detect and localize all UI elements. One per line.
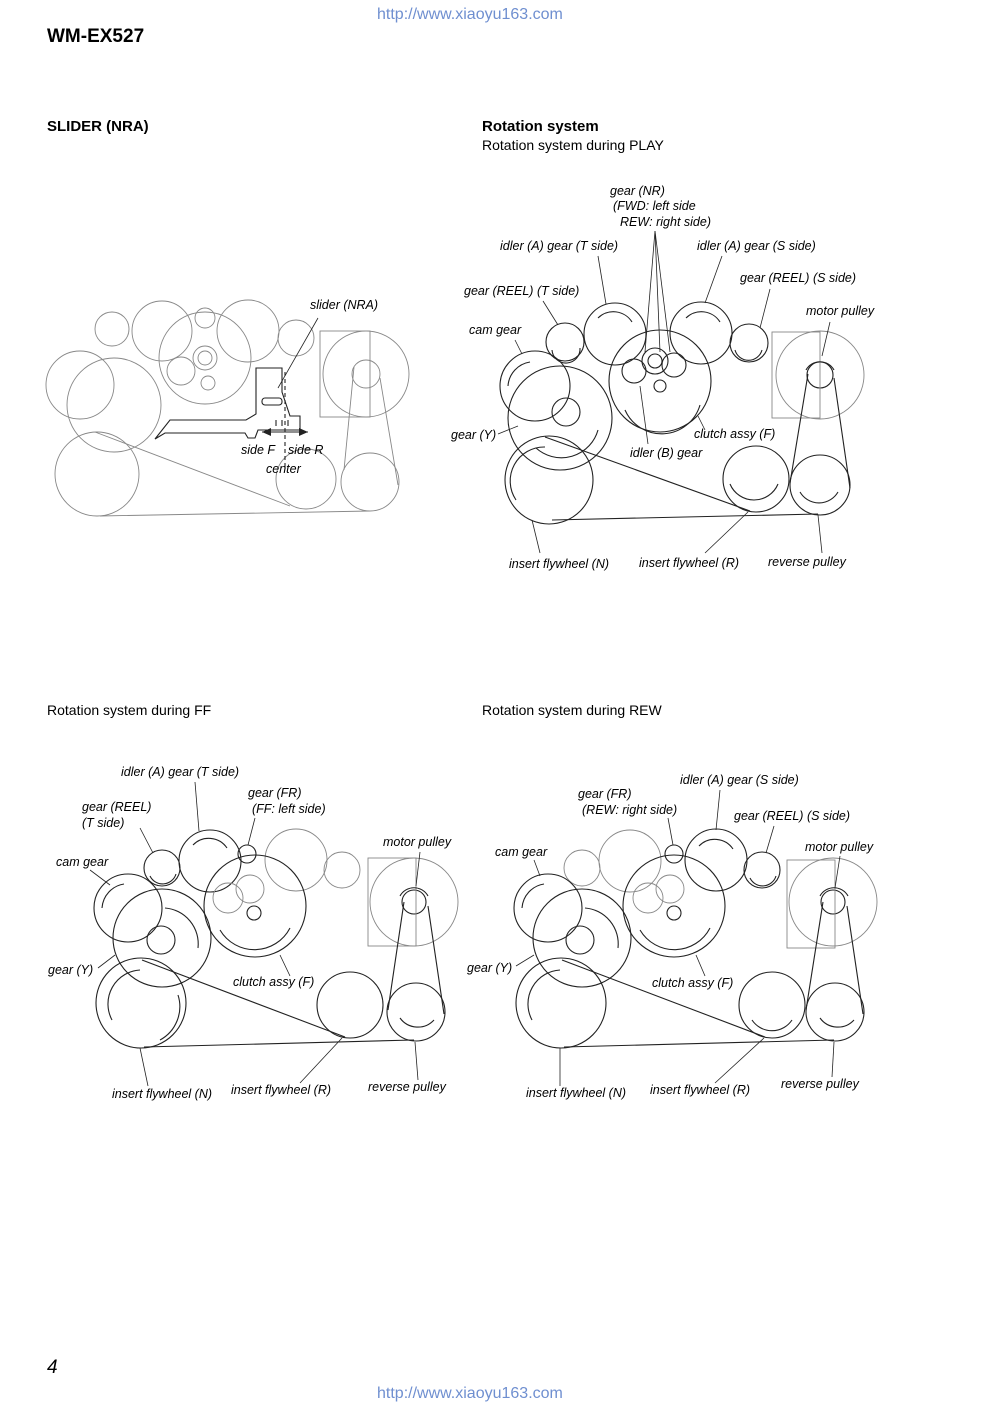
- ff-leaders: [89, 781, 421, 1087]
- rew-flywheel-n: [515, 957, 607, 1049]
- rew-rotation-arrows: [521, 838, 855, 1032]
- ff-label-flywheel-r: insert flywheel (R): [231, 1083, 332, 1097]
- ff-reverse-pulley: [386, 982, 446, 1042]
- header-url[interactable]: http://www.xiaoyu163.com: [377, 6, 563, 23]
- ff-gears: [93, 828, 459, 1049]
- ff-label-gear-y: gear (Y): [48, 963, 94, 977]
- play-label-flywheel-n: insert flywheel (N): [509, 557, 610, 571]
- rew-idler-a-s: [684, 828, 748, 892]
- ff-flywheel-n: [95, 957, 187, 1049]
- ff-label-gear-reel-t: (T side): [82, 816, 125, 830]
- rew-gear-fr: [664, 844, 684, 864]
- ff-label-gear-fr-ff: (FF: left side): [252, 802, 326, 816]
- rew-label-clutch: clutch assy (F): [652, 976, 734, 990]
- rew-label-flywheel-n: insert flywheel (N): [526, 1086, 627, 1100]
- rotation-section-title: Rotation system: [482, 118, 599, 135]
- center-label: center: [266, 462, 301, 476]
- ff-rotation-arrows: [101, 837, 435, 1041]
- ff-gear-y: [112, 888, 212, 988]
- footer-url[interactable]: http://www.xiaoyu163.com: [377, 1385, 563, 1402]
- ff-label-motor-pulley: motor pulley: [383, 835, 452, 849]
- play-label-idler-b: idler (B) gear: [630, 446, 703, 460]
- rew-label-gear-y: gear (Y): [467, 961, 513, 975]
- ff-label-idler-a-t: idler (A) gear (T side): [121, 765, 240, 779]
- ff-subtitle: Rotation system during FF: [47, 702, 212, 718]
- ff-flywheel-r: [316, 971, 384, 1039]
- play-gear-reel-s: [729, 323, 769, 363]
- play-subtitle: Rotation system during PLAY: [482, 137, 664, 153]
- ff-label-gear-reel: gear (REEL): [82, 800, 152, 814]
- ff-cam-gear: [93, 873, 163, 943]
- rew-label-reverse-pulley: reverse pulley: [781, 1077, 859, 1091]
- ff-clutch: [203, 854, 307, 958]
- play-leaders: [497, 230, 831, 554]
- ff-gear-fr: [237, 844, 257, 864]
- rew-gear-reel-s: [743, 851, 781, 889]
- play-idler-a-t: [583, 302, 647, 366]
- model-title: WM-EX527: [47, 26, 145, 47]
- play-motor-pulley: [775, 330, 865, 420]
- play-cam-gear: [499, 350, 571, 422]
- play-label-motor-pulley: motor pulley: [806, 304, 875, 318]
- rew-gear-y: [532, 888, 632, 988]
- slider-nra-label: slider (NRA): [310, 298, 379, 312]
- ff-label-flywheel-n: insert flywheel (N): [112, 1087, 213, 1101]
- play-label-flywheel-r: insert flywheel (R): [639, 556, 740, 570]
- play-label-gear-y: gear (Y): [451, 428, 497, 442]
- play-clutch: [608, 329, 712, 433]
- play-label-gear-nr: gear (NR): [610, 184, 665, 198]
- ff-label-gear-fr: gear (FR): [248, 786, 302, 800]
- ff-label-reverse-pulley: reverse pulley: [368, 1080, 446, 1094]
- play-label-cam-gear: cam gear: [469, 323, 522, 337]
- play-label-gear-reel-t: gear (REEL) (T side): [464, 284, 580, 298]
- rew-reverse-pulley: [805, 982, 865, 1042]
- rew-label-gear-fr: gear (FR): [578, 787, 632, 801]
- play-gear-y: [507, 365, 613, 471]
- play-gears: [499, 301, 865, 525]
- rew-cam-gear: [513, 873, 583, 943]
- ff-label-clutch: clutch assy (F): [233, 975, 315, 989]
- side-f-label: side F: [241, 443, 276, 457]
- side-r-label: side R: [288, 443, 324, 457]
- rew-label-gear-reel-s: gear (REEL) (S side): [734, 809, 851, 823]
- rew-subtitle: Rotation system during REW: [482, 702, 662, 718]
- slider-gears: [45, 299, 410, 517]
- rew-label-cam-gear: cam gear: [495, 845, 548, 859]
- rew-label-gear-fr-rew: (REW: right side): [582, 803, 678, 817]
- rew-gears: [513, 828, 878, 1049]
- play-rotation-arrows: [507, 311, 839, 504]
- rew-motor-pulley: [788, 857, 878, 947]
- play-flywheel-n: [504, 435, 594, 525]
- play-gear-reel-t: [545, 322, 585, 362]
- ff-label-cam-gear: cam gear: [56, 855, 109, 869]
- play-label-reverse-pulley: reverse pulley: [768, 555, 846, 569]
- play-label-clutch: clutch assy (F): [694, 427, 776, 441]
- rew-flywheel-r: [738, 971, 806, 1039]
- play-label-gear-reel-s: gear (REEL) (S side): [740, 271, 857, 285]
- play-flywheel-r: [722, 445, 790, 513]
- rew-label-idler-a-s: idler (A) gear (S side): [680, 773, 799, 787]
- play-label-idler-a-s: idler (A) gear (S side): [697, 239, 816, 253]
- rew-label-flywheel-r: insert flywheel (R): [650, 1083, 751, 1097]
- page-number: 4: [47, 1357, 58, 1378]
- play-idler-a-s: [669, 301, 733, 365]
- play-label-gear-nr-fwd: (FWD: left side: [613, 199, 696, 213]
- slider-section-title: SLIDER (NRA): [47, 118, 149, 135]
- rew-leaders: [515, 789, 841, 1086]
- slider-nra-plate: [154, 317, 319, 470]
- play-label-idler-a-t: idler (A) gear (T side): [500, 239, 619, 253]
- play-label-gear-nr-rew: REW: right side): [620, 215, 711, 229]
- rew-label-motor-pulley: motor pulley: [805, 840, 874, 854]
- rew-clutch: [622, 854, 726, 958]
